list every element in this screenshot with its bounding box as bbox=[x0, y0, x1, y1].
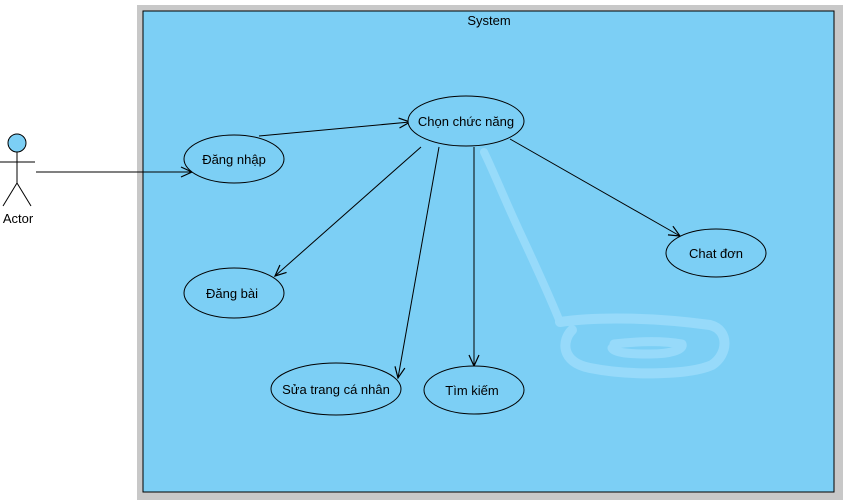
scribble-mark bbox=[480, 148, 730, 379]
usecase-search-label: Tìm kiếm bbox=[445, 383, 498, 398]
usecase-post-label: Đăng bài bbox=[206, 286, 258, 301]
usecase-login: Đăng nhập bbox=[183, 134, 285, 184]
usecase-chat-label: Chat đơn bbox=[689, 246, 743, 261]
usecase-chat: Chat đơn bbox=[665, 228, 767, 278]
actor-label: Actor bbox=[3, 211, 34, 226]
usecase-choose-function: Chọn chức năng bbox=[407, 95, 525, 147]
usecase-post: Đăng bài bbox=[183, 267, 285, 319]
actor-figure bbox=[0, 133, 35, 207]
actor-head bbox=[7, 133, 27, 153]
edge-choose-post bbox=[273, 146, 422, 277]
usecase-choose-function-label: Chọn chức năng bbox=[418, 114, 514, 129]
edge-login-choose bbox=[258, 117, 412, 137]
usecase-search: Tìm kiếm bbox=[423, 365, 525, 415]
edge-choose-chat bbox=[509, 138, 682, 237]
system-label: System bbox=[467, 13, 510, 28]
usecase-edit-profile: Sửa trang cá nhân bbox=[270, 362, 402, 416]
usecase-edit-profile-label: Sửa trang cá nhân bbox=[282, 382, 390, 397]
relations bbox=[36, 117, 682, 380]
usecase-login-label: Đăng nhập bbox=[202, 152, 266, 167]
edge-choose-edit-profile bbox=[394, 146, 440, 380]
